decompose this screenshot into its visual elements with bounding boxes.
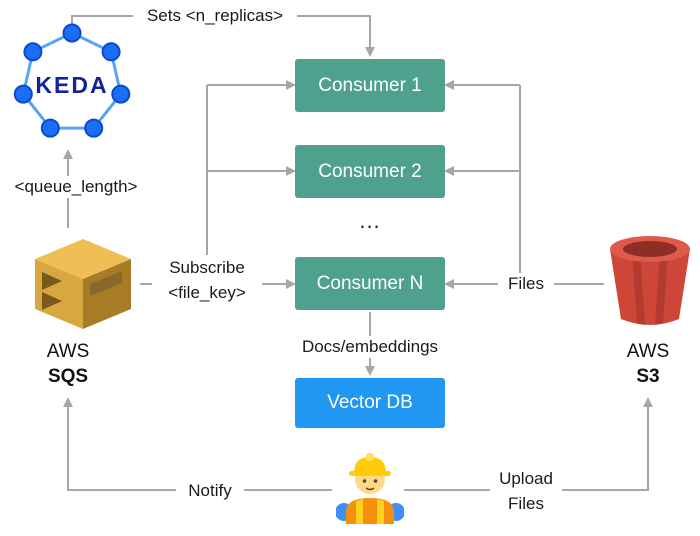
arrow-worker-to-s3 [404,397,653,491]
keda-logo-icon: KEDA [13,23,131,138]
s3-bucket-opening [623,241,677,257]
s3-bucket-slat [632,252,645,325]
consumer-2-node: Consumer 2 [295,145,445,198]
consumer-1-node: Consumer 1 [295,59,445,112]
files-label: Files [498,273,554,295]
sqs-chevron [42,272,62,290]
sqs-chevron [90,271,122,296]
keda-node-dot [84,118,104,138]
upload-files-label: Upload Files [490,466,562,516]
vector-db-node: Vector DB [295,378,445,428]
worker-vest-stripe [377,499,384,524]
worker-helmet-brim [349,471,391,476]
consumer-n-node: Consumer N [295,257,445,310]
keda-node-dot [23,42,43,62]
worker-vest [346,498,394,524]
keda-node-dot [101,42,121,62]
upload-files-label-line2: Files [508,494,544,513]
worker-mouth [365,487,375,491]
s3-provider-label: AWS [626,341,670,362]
keda-node-dot [62,23,82,43]
worker-helmet-ridge [366,453,374,461]
keda-node-dot [13,84,33,104]
sqs-caption: AWS SQS [28,340,108,390]
queue-length-label: <queue_length> [2,176,150,198]
aws-s3-icon [610,236,690,325]
sets-replicas-label: Sets <n_replicas> [133,5,297,27]
construction-worker-icon [336,453,404,524]
subscribe-label: Subscribe <file_key> [152,255,262,305]
s3-bucket-body [610,249,690,325]
notify-label: Notify [176,480,244,502]
docs-embeddings-label: Docs/embeddings [280,336,460,358]
s3-caption: AWS S3 [608,340,688,390]
sqs-service-label: SQS [47,366,89,387]
worker-helmet [354,457,386,473]
keda-wordmark: KEDA [35,72,108,98]
worker-eye [362,479,367,483]
s3-bucket-slat [655,252,668,325]
subscribe-label-line1: Subscribe [169,258,245,277]
worker-eye [373,479,378,483]
sqs-provider-label: AWS [46,341,90,362]
keda-node-dot [111,84,131,104]
aws-sqs-icon [35,239,131,329]
subscribe-label-line2: <file_key> [168,283,246,302]
arrow-worker-to-sqs [63,397,332,491]
keda-node-dot [40,118,60,138]
consumers-ellipsis: ... [359,208,381,233]
upload-files-label-line1: Upload [499,469,553,488]
worker-vest-stripe [356,499,363,524]
s3-service-label: S3 [636,366,660,387]
sqs-chevron [42,292,62,310]
